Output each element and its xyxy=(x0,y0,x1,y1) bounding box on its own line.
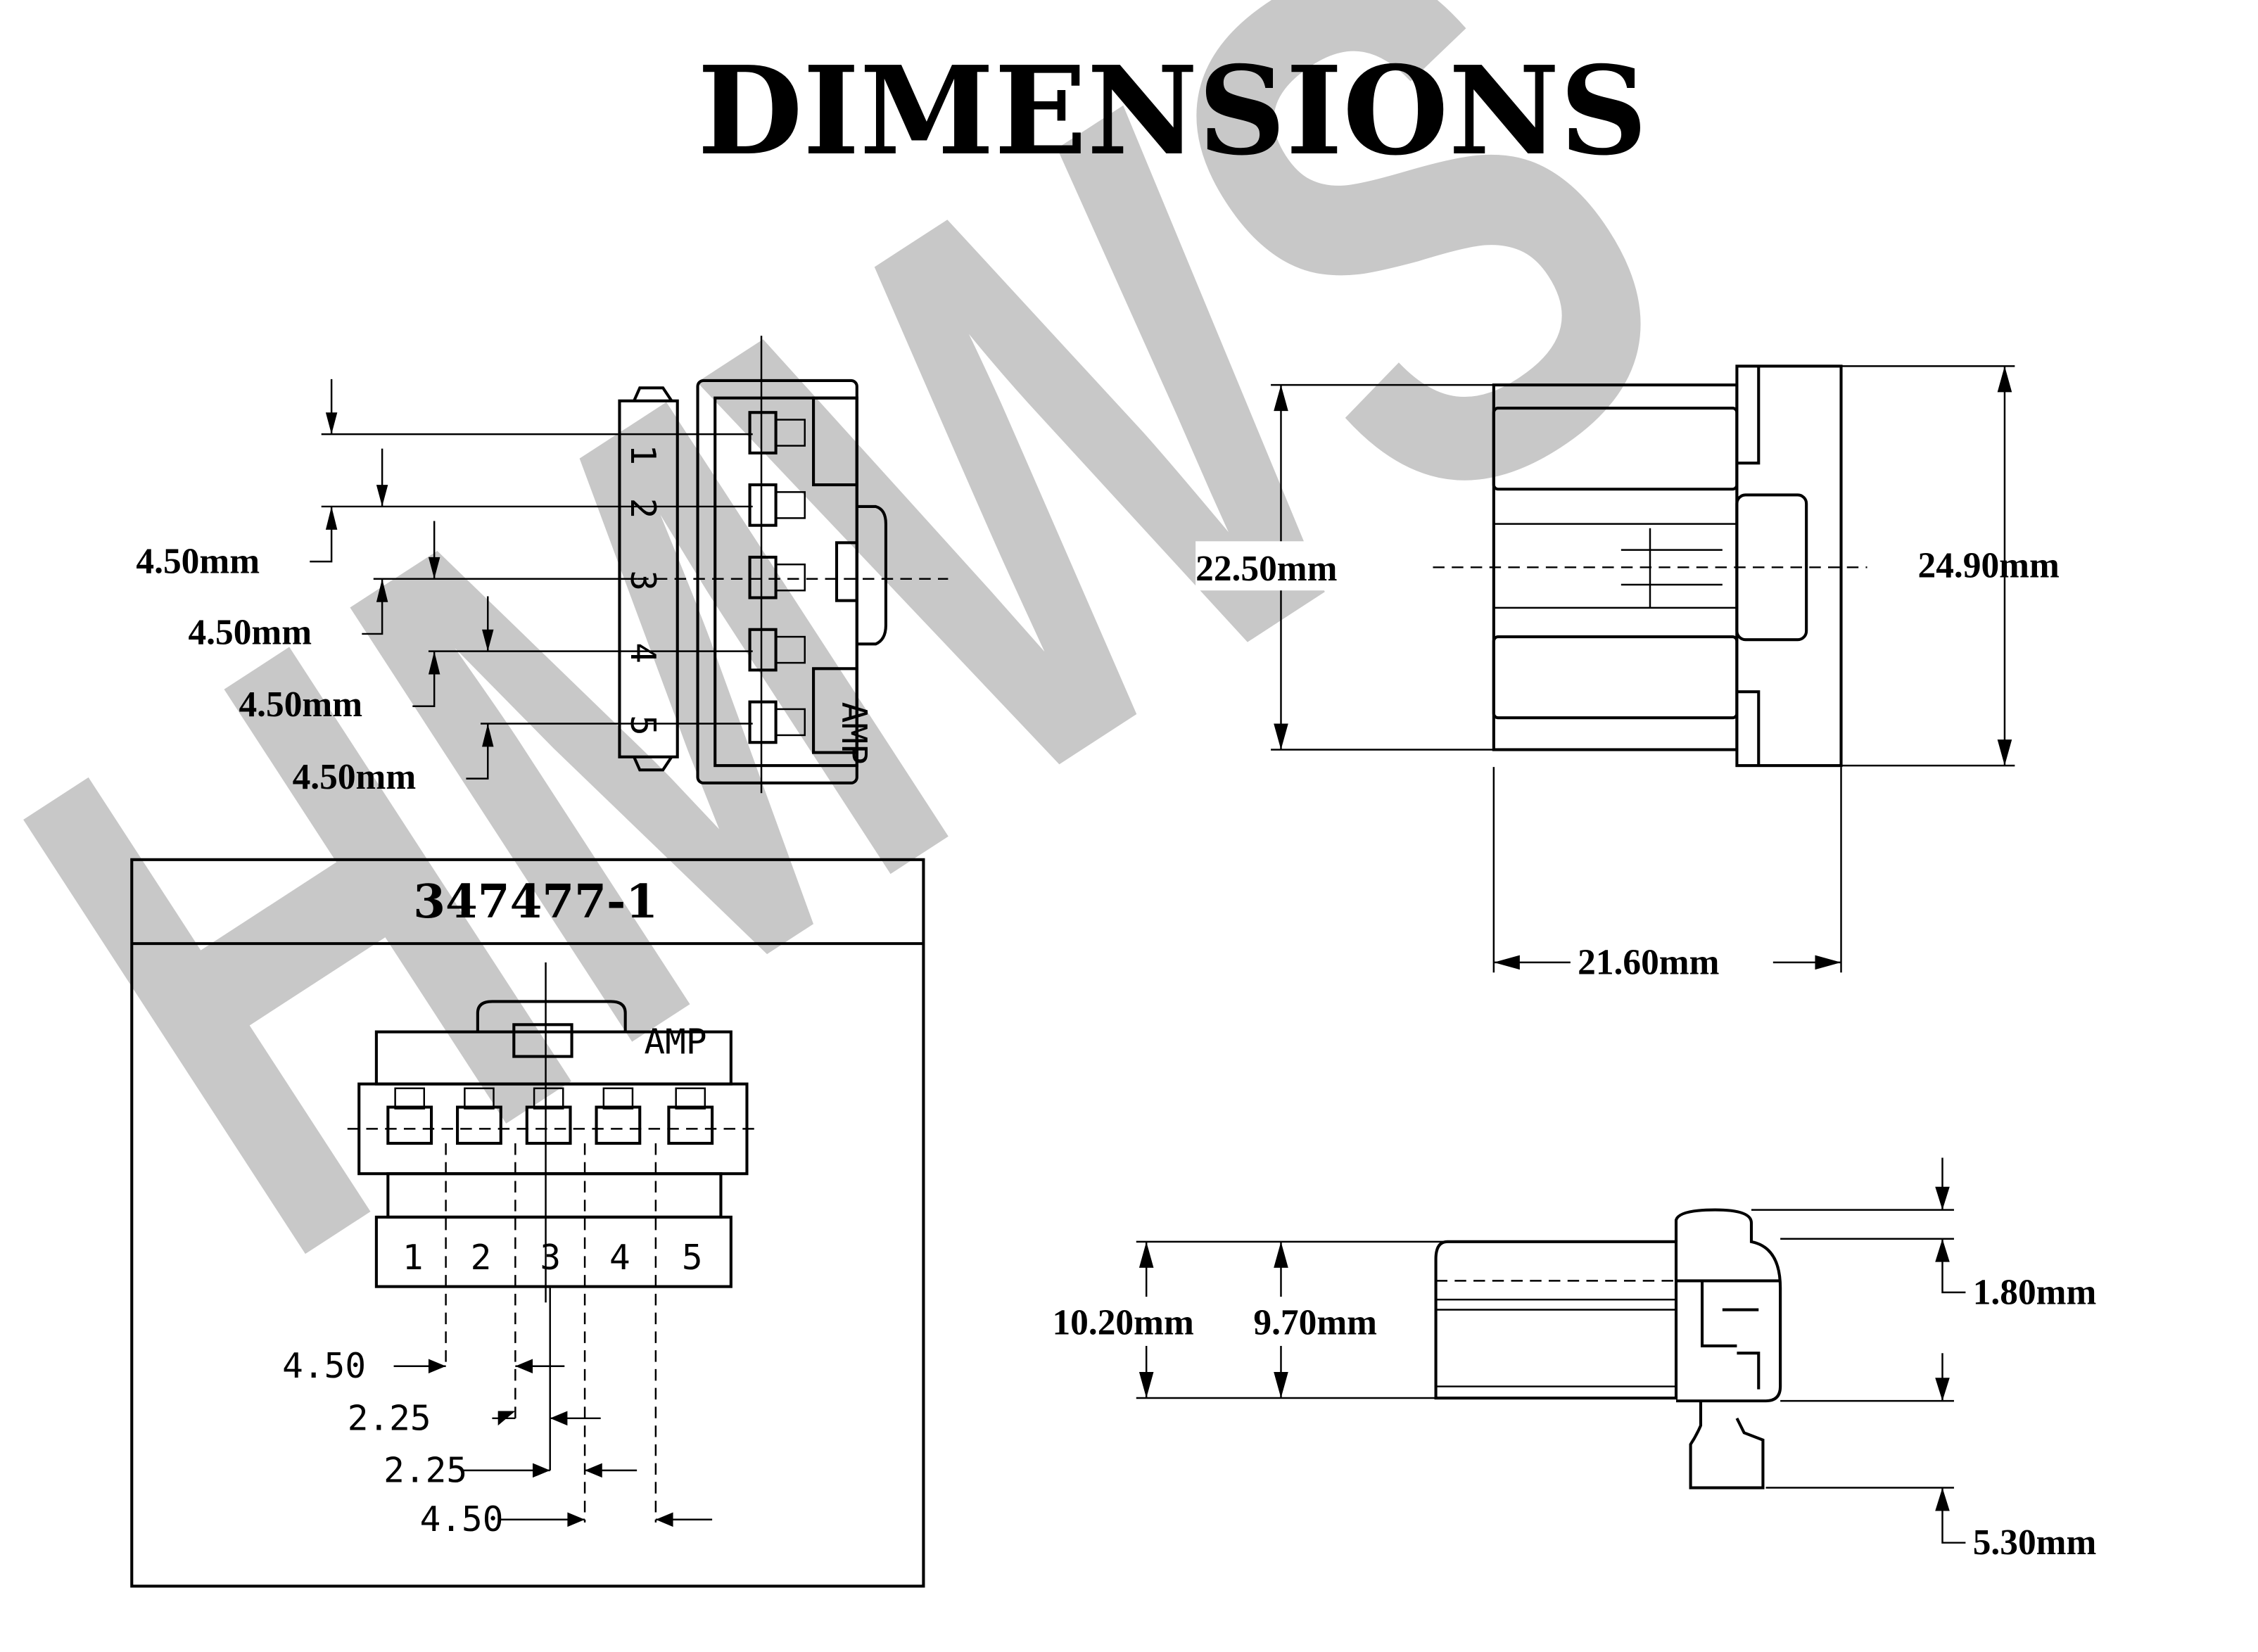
front-brand-mark: AMP xyxy=(644,1021,706,1062)
pitch-label-2: 4.50mm xyxy=(188,612,312,652)
front-pin-1: 1 xyxy=(402,1237,424,1278)
side-pin-1: 1 xyxy=(623,444,664,465)
front-pin-2: 2 xyxy=(471,1237,492,1278)
top-view: 22.50mm 24.90mm 21.60mm xyxy=(1195,364,2060,982)
side-pin-5: 5 xyxy=(623,715,664,736)
pitch-label-1: 4.50mm xyxy=(136,542,260,582)
dim-5-30: 5.30mm xyxy=(1973,1523,2097,1563)
side-terminals xyxy=(748,411,806,744)
dim-9-70: 9.70mm xyxy=(1253,1303,1377,1343)
side-pin-4: 4 xyxy=(623,642,664,663)
part-number: 347477-1 xyxy=(413,874,658,929)
offset-label-4: 4.50 xyxy=(420,1499,504,1539)
front-terminals xyxy=(386,1087,714,1145)
side-pin-3: 3 xyxy=(623,570,664,591)
offset-label-1: 4.50 xyxy=(282,1345,366,1386)
part-box: 347477-1 AMP 1 2 3 4 5 4.50 2.25 2.25 xyxy=(130,858,925,1588)
dim-10-20: 10.20mm xyxy=(1052,1303,1193,1343)
side-pin-2: 2 xyxy=(623,498,664,519)
side-view: AMP 1 2 3 4 5 4.50mm 4.50mm 4.50mm 4.50m… xyxy=(136,336,949,797)
offset-label-2: 2.25 xyxy=(348,1397,431,1438)
page-title: DIMENSIONS xyxy=(697,39,1647,182)
front-pin-3: 3 xyxy=(540,1237,561,1278)
pitch-label-4: 4.50mm xyxy=(293,757,417,797)
dim-21-60: 21.60mm xyxy=(1578,942,1719,982)
pitch-label-3: 4.50mm xyxy=(239,685,362,725)
front-pin-4: 4 xyxy=(609,1237,630,1278)
profile-view: 10.20mm 9.70mm 1.80mm 5.30mm xyxy=(1049,1157,2097,1563)
dim-1-80: 1.80mm xyxy=(1973,1272,2097,1312)
dim-22-50: 22.50mm xyxy=(1195,549,1337,589)
brand-mark: AMP xyxy=(834,702,875,765)
front-pin-5: 5 xyxy=(682,1237,703,1278)
offset-label-3: 2.25 xyxy=(383,1449,467,1490)
dim-24-90: 24.90mm xyxy=(1918,546,2060,586)
